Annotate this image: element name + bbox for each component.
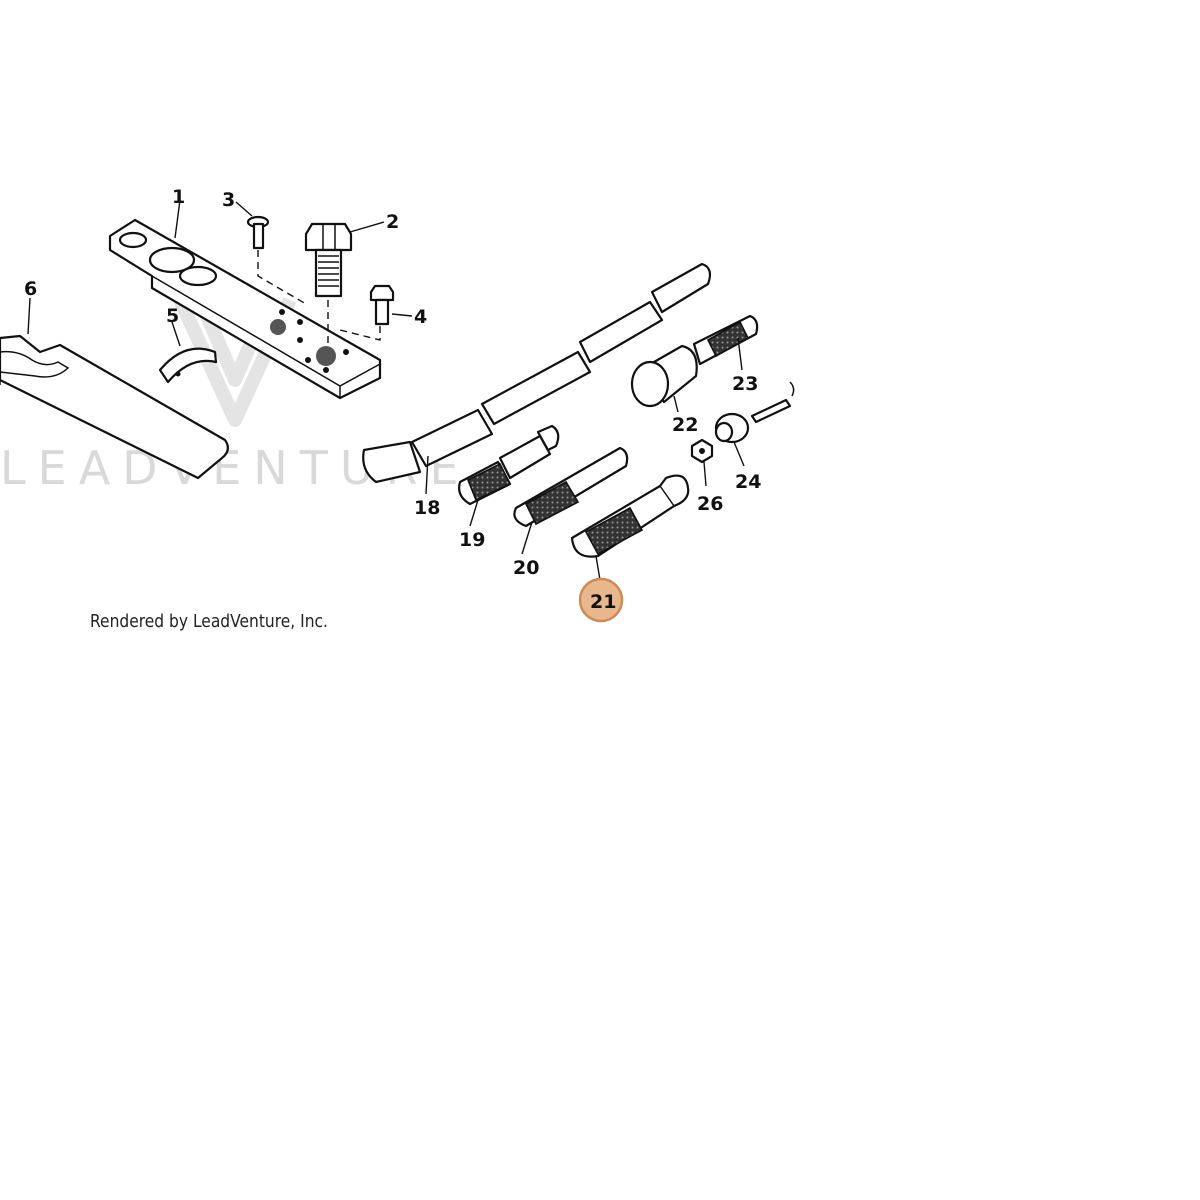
callout-22[interactable]: 22 [672, 414, 698, 436]
part-4-small-bolt[interactable] [339, 284, 413, 341]
credit-text: Rendered by LeadVenture, Inc. [90, 611, 328, 632]
part-6-blade[interactable] [0, 297, 229, 480]
callout-5[interactable]: 5 [166, 305, 179, 327]
callout-26[interactable]: 26 [697, 493, 723, 515]
callout-20[interactable]: 20 [513, 557, 539, 579]
part-2-large-bolt[interactable] [304, 221, 385, 348]
callout-23[interactable]: 23 [732, 373, 758, 395]
callout-6[interactable]: 6 [24, 278, 37, 300]
callouts: 1 2 3 4 5 6 18 19 20 21 22 23 24 26 [24, 186, 761, 613]
callout-24[interactable]: 24 [735, 471, 761, 493]
part-1-plate[interactable] [108, 199, 382, 400]
part-23-screw[interactable] [692, 314, 759, 371]
part-26-nut[interactable] [690, 438, 714, 487]
callout-4[interactable]: 4 [414, 306, 427, 328]
part-3-small-bolt[interactable] [235, 201, 307, 305]
callout-19[interactable]: 19 [459, 529, 485, 551]
callout-18[interactable]: 18 [414, 497, 440, 519]
callout-2[interactable]: 2 [386, 211, 399, 233]
highlight-circle-21 [578, 577, 624, 623]
callout-3[interactable]: 3 [222, 189, 235, 211]
callout-1[interactable]: 1 [172, 186, 185, 208]
part-20-pin[interactable] [513, 446, 629, 555]
part-21-pin[interactable] [570, 474, 690, 581]
part-5-bearing-shell[interactable] [158, 321, 218, 384]
part-19-pin[interactable] [458, 424, 560, 527]
callout-21[interactable]: 21 [590, 591, 616, 613]
part-18-shaft[interactable] [362, 262, 712, 495]
part-22-sleeve[interactable] [630, 344, 698, 413]
part-24-washer[interactable] [714, 381, 795, 467]
